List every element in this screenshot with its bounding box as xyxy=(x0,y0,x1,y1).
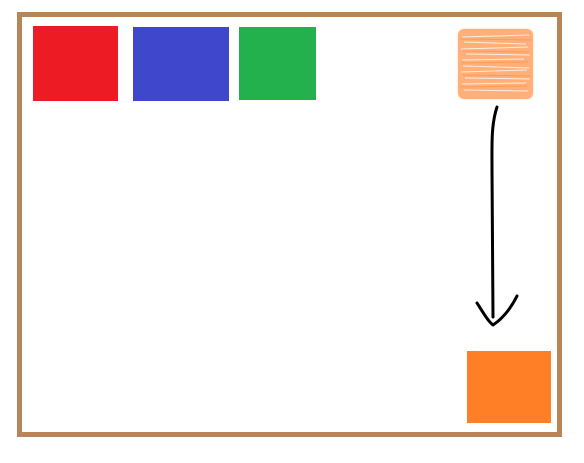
orange-block-target[interactable] xyxy=(467,351,551,423)
orange-block-source[interactable] xyxy=(458,29,533,99)
blue-block[interactable] xyxy=(133,27,229,101)
green-block[interactable] xyxy=(239,27,316,100)
red-block[interactable] xyxy=(33,26,118,101)
orange-sketch-texture xyxy=(458,29,533,99)
